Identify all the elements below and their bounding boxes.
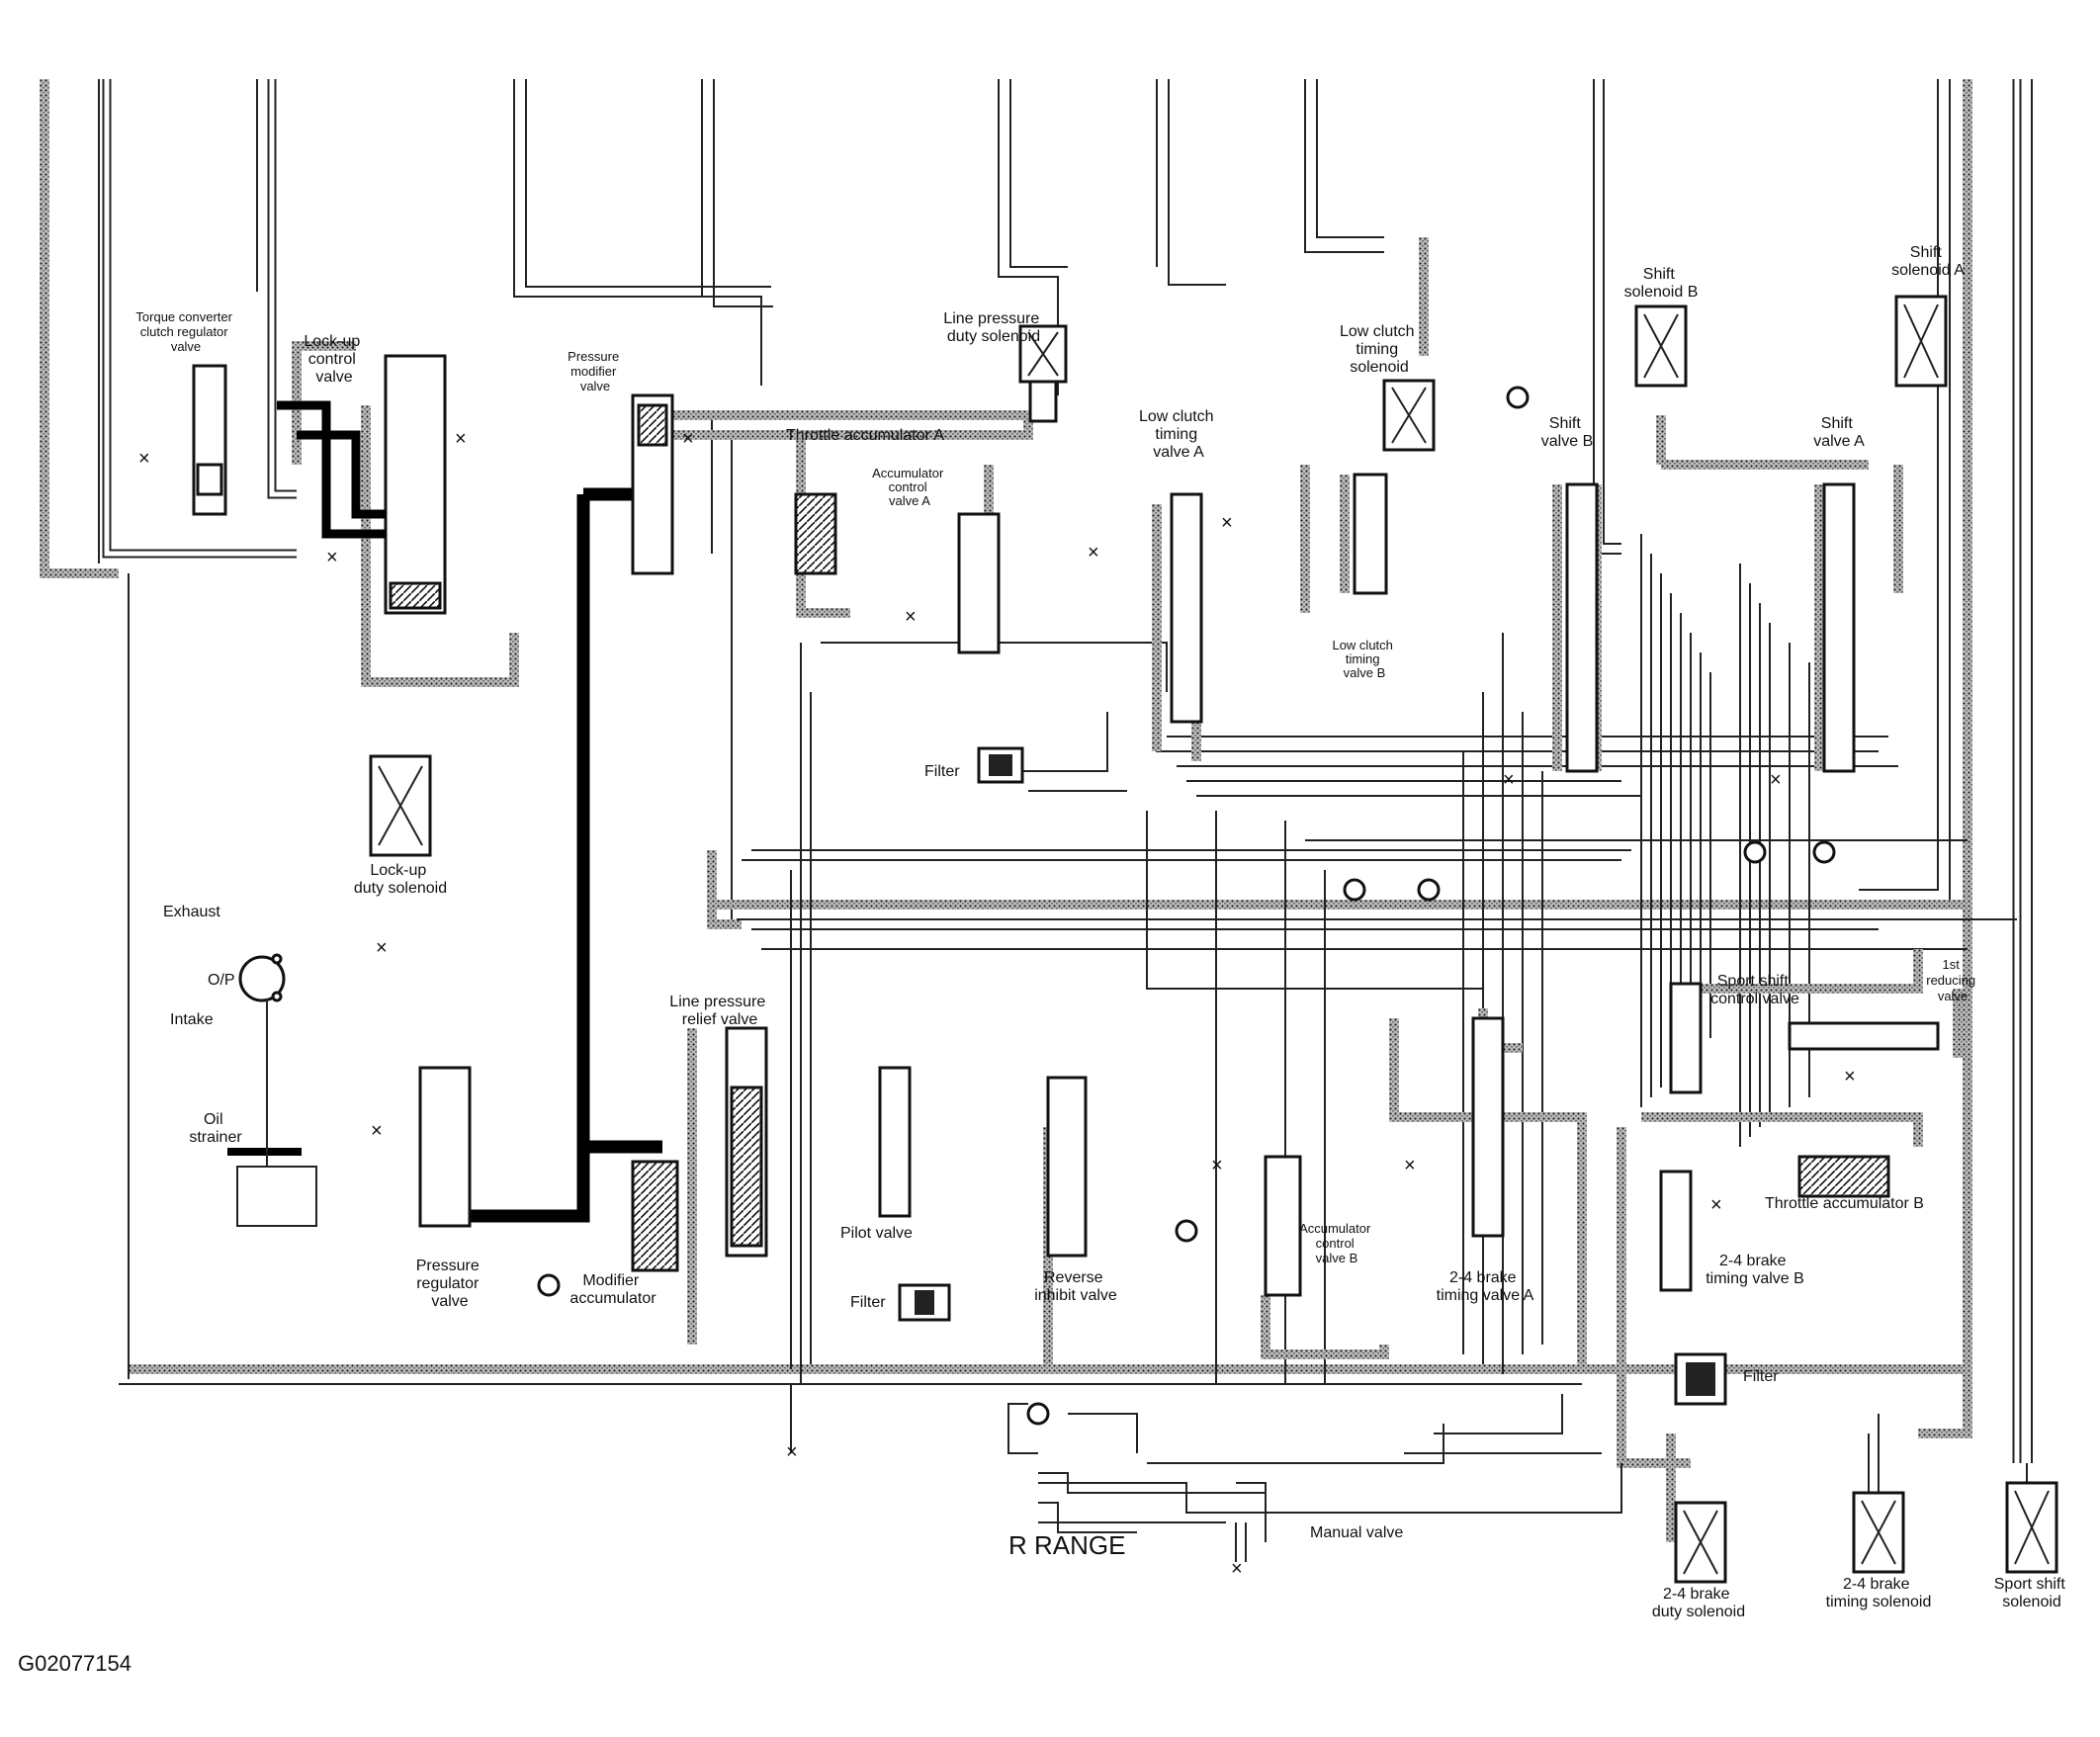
filter-1 [977, 746, 1024, 784]
brake-timing-valve-a [1471, 1016, 1505, 1238]
label-lockup-duty-solenoid: Lock-up duty solenoid [354, 862, 447, 897]
svg-text:×: × [682, 428, 694, 450]
label-brake-timing-solenoid: 2-4 brake timing solenoid [1826, 1576, 1932, 1610]
components: × × × × × × × × × × × × × × × × × [138, 295, 2058, 1584]
sport-shift-control-valve [1669, 982, 1703, 1094]
svg-text:×: × [1211, 1155, 1223, 1176]
label-exhaust: Exhaust [163, 904, 220, 920]
label-lockup-control-valve: Lock-up control valve [304, 333, 364, 386]
label-intake: Intake [170, 1011, 214, 1028]
svg-text:×: × [1770, 769, 1782, 791]
label-brake-timing-valve-a: 2-4 brake timing valve A [1437, 1269, 1534, 1304]
svg-text:×: × [905, 606, 917, 628]
svg-text:×: × [1404, 1155, 1416, 1176]
svg-text:×: × [371, 1120, 383, 1142]
exhaust-marks: × × × × × × × × × × × × × × × × × [138, 428, 1856, 1580]
label-shift-solenoid-b: Shift solenoid B [1624, 266, 1699, 301]
label-filter-3: Filter [1743, 1368, 1779, 1385]
svg-text:×: × [1231, 1558, 1243, 1580]
throttle-accumulator-b [1797, 1155, 1890, 1198]
svg-text:×: × [1844, 1066, 1856, 1087]
svg-text:×: × [1710, 1194, 1722, 1216]
lockup-control-valve [384, 354, 447, 615]
line-pressure-relief-valve [725, 1026, 768, 1258]
label-accumulator-control-valve-b: Accumulator control valve B [1299, 1221, 1374, 1265]
label-pressure-modifier-valve: Pressure modifier valve [568, 349, 623, 393]
modifier-accumulator [631, 1160, 679, 1272]
pilot-valve [878, 1066, 912, 1218]
svg-text:×: × [1221, 512, 1233, 534]
label-first-reducing-valve: 1st reducing valve [1926, 957, 1979, 1003]
low-clutch-timing-solenoid [1382, 379, 1436, 452]
label-accumulator-control-valve-a: Accumulator control valve A [872, 466, 947, 508]
label-torque-converter-clutch-regulator-valve: Torque converter clutch regulator valve [135, 309, 235, 354]
label-op: O/P [208, 972, 235, 989]
brake-duty-solenoid [1674, 1501, 1727, 1584]
svg-text:×: × [455, 428, 467, 450]
label-shift-solenoid-a: Shift solenoid A [1891, 244, 1965, 279]
svg-text:×: × [376, 937, 388, 959]
label-shift-valve-b: Shift valve B [1541, 415, 1593, 450]
label-shift-valve-a: Shift valve A [1813, 415, 1865, 450]
line-pressure-duty-solenoid [1018, 324, 1068, 423]
shift-valve-b [1565, 482, 1599, 773]
manual-valve [1038, 1472, 1267, 1523]
label-line-pressure-duty-solenoid: Line pressure duty solenoid [943, 310, 1043, 345]
accumulator-control-valve-b [1264, 1155, 1302, 1297]
label-modifier-accumulator: Modifier accumulator [569, 1272, 656, 1307]
first-reducing-valve [1788, 1021, 1940, 1051]
throttle-accumulator-a [794, 492, 837, 575]
fluid-lines [40, 79, 2033, 1562]
brake-timing-valve-b [1659, 1170, 1693, 1292]
low-clutch-timing-valve-a [1170, 492, 1203, 724]
oil-pump [238, 953, 286, 1002]
label-sport-shift-control-valve: Sport shift control valve [1710, 973, 1799, 1007]
figure-code: G02077154 [18, 1651, 131, 1676]
label-throttle-accumulator-b: Throttle accumulator B [1765, 1195, 1924, 1212]
label-reverse-inhibit-valve: Reverse inhibit valve [1034, 1269, 1117, 1304]
lockup-duty-solenoid [369, 754, 432, 857]
label-pilot-valve: Pilot valve [840, 1225, 913, 1242]
low-clutch-timing-valve-b [1353, 473, 1388, 595]
label-manual-valve: Manual valve [1310, 1524, 1403, 1541]
svg-text:×: × [1088, 542, 1099, 564]
accumulator-control-valve-a [957, 512, 1001, 654]
label-line-pressure-relief-valve: Line pressure relief valve [669, 994, 769, 1028]
label-low-clutch-timing-valve-a: Low clutch timing valve A [1139, 408, 1218, 461]
label-brake-duty-solenoid: 2-4 brake duty solenoid [1652, 1586, 1745, 1620]
label-sport-shift-solenoid: Sport shift solenoid [1994, 1576, 2069, 1610]
pressure-regulator-valve [418, 1066, 472, 1228]
shift-solenoid-b [1634, 304, 1688, 388]
component-labels: Torque converter clutch regulator valve … [18, 244, 2069, 1676]
oil-strainer [227, 999, 317, 1227]
check-balls [537, 386, 1836, 1426]
label-oil-strainer: Oil strainer [189, 1111, 242, 1146]
brake-timing-solenoid [1852, 1491, 1905, 1574]
filter-3 [1674, 1352, 1727, 1406]
svg-text:×: × [138, 448, 150, 470]
filter-2 [898, 1283, 951, 1322]
diagram-title: R RANGE [1008, 1530, 1125, 1560]
shift-solenoid-a [1894, 295, 1948, 388]
label-low-clutch-timing-valve-b: Low clutch timing valve B [1332, 638, 1396, 680]
sport-shift-solenoid [2005, 1481, 2058, 1574]
label-brake-timing-valve-b: 2-4 brake timing valve B [1706, 1253, 1804, 1287]
svg-text:×: × [326, 547, 338, 568]
torque-converter-clutch-regulator-valve [192, 364, 227, 516]
svg-text:×: × [1503, 769, 1515, 791]
label-low-clutch-timing-solenoid: Low clutch timing solenoid [1340, 323, 1419, 376]
label-filter-1: Filter [924, 763, 960, 780]
reverse-inhibit-valve [1046, 1076, 1088, 1258]
shift-valve-a [1822, 482, 1856, 773]
label-throttle-accumulator-a: Throttle accumulator A [786, 427, 944, 444]
pressure-modifier-valve [631, 393, 674, 575]
label-filter-2: Filter [850, 1294, 886, 1311]
svg-text:×: × [786, 1441, 798, 1463]
label-pressure-regulator-valve: Pressure regulator valve [416, 1258, 483, 1310]
